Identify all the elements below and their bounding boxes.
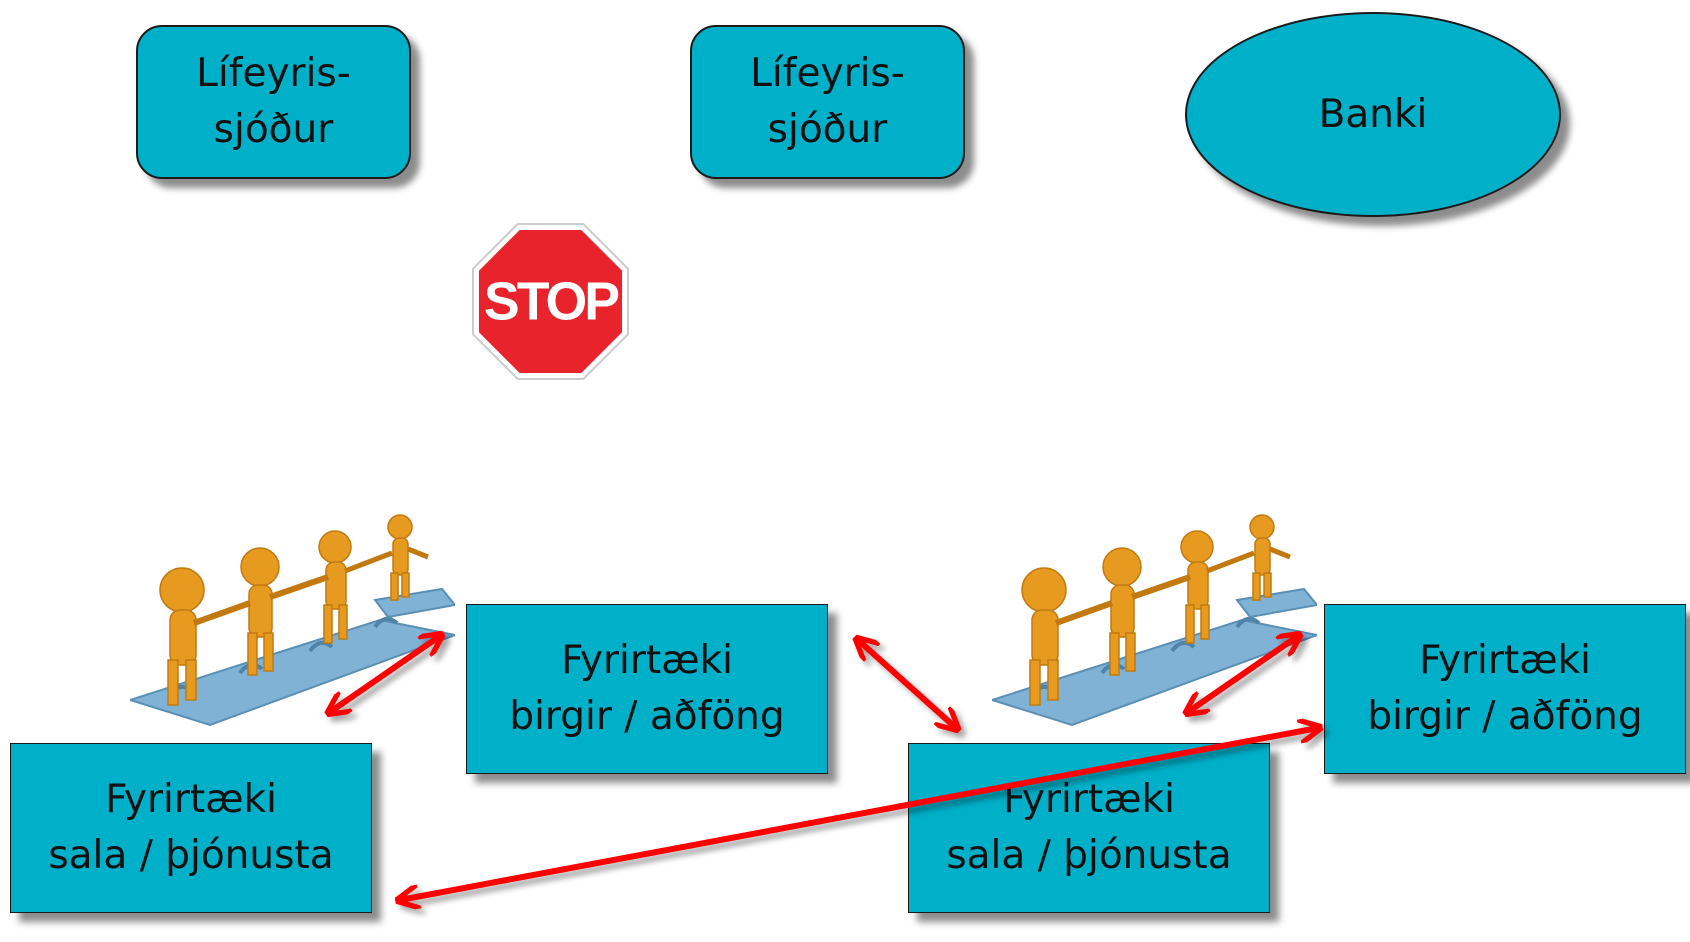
arrow-sales1-supplier1 bbox=[330, 636, 440, 712]
arrow-sales2-supplier2 bbox=[1188, 636, 1298, 712]
pension-fund-box-1: Lífeyris- sjóður bbox=[136, 25, 411, 179]
bank-ellipse: Banki bbox=[1185, 12, 1561, 217]
pension-fund-label-2: Lífeyris- sjóður bbox=[750, 51, 905, 152]
supplier-label-2: Fyrirtæki birgir / aðföng bbox=[1367, 638, 1643, 739]
supplier-box-2: Fyrirtæki birgir / aðföng bbox=[1324, 604, 1686, 774]
stop-sign-label: STOP bbox=[484, 271, 618, 331]
sales-box-1: Fyrirtæki sala / þjónusta bbox=[10, 743, 372, 913]
pension-fund-box-2: Lífeyris- sjóður bbox=[690, 25, 965, 179]
sales-label-1: Fyrirtæki sala / þjónusta bbox=[48, 777, 334, 878]
bank-label: Banki bbox=[1318, 91, 1428, 137]
pension-fund-label-1: Lífeyris- sjóður bbox=[196, 51, 351, 152]
arrow-supplier1-sales2 bbox=[858, 640, 956, 728]
arrow-sales1-supplier2 bbox=[400, 728, 1318, 900]
stop-sign-icon: STOP bbox=[471, 222, 630, 381]
